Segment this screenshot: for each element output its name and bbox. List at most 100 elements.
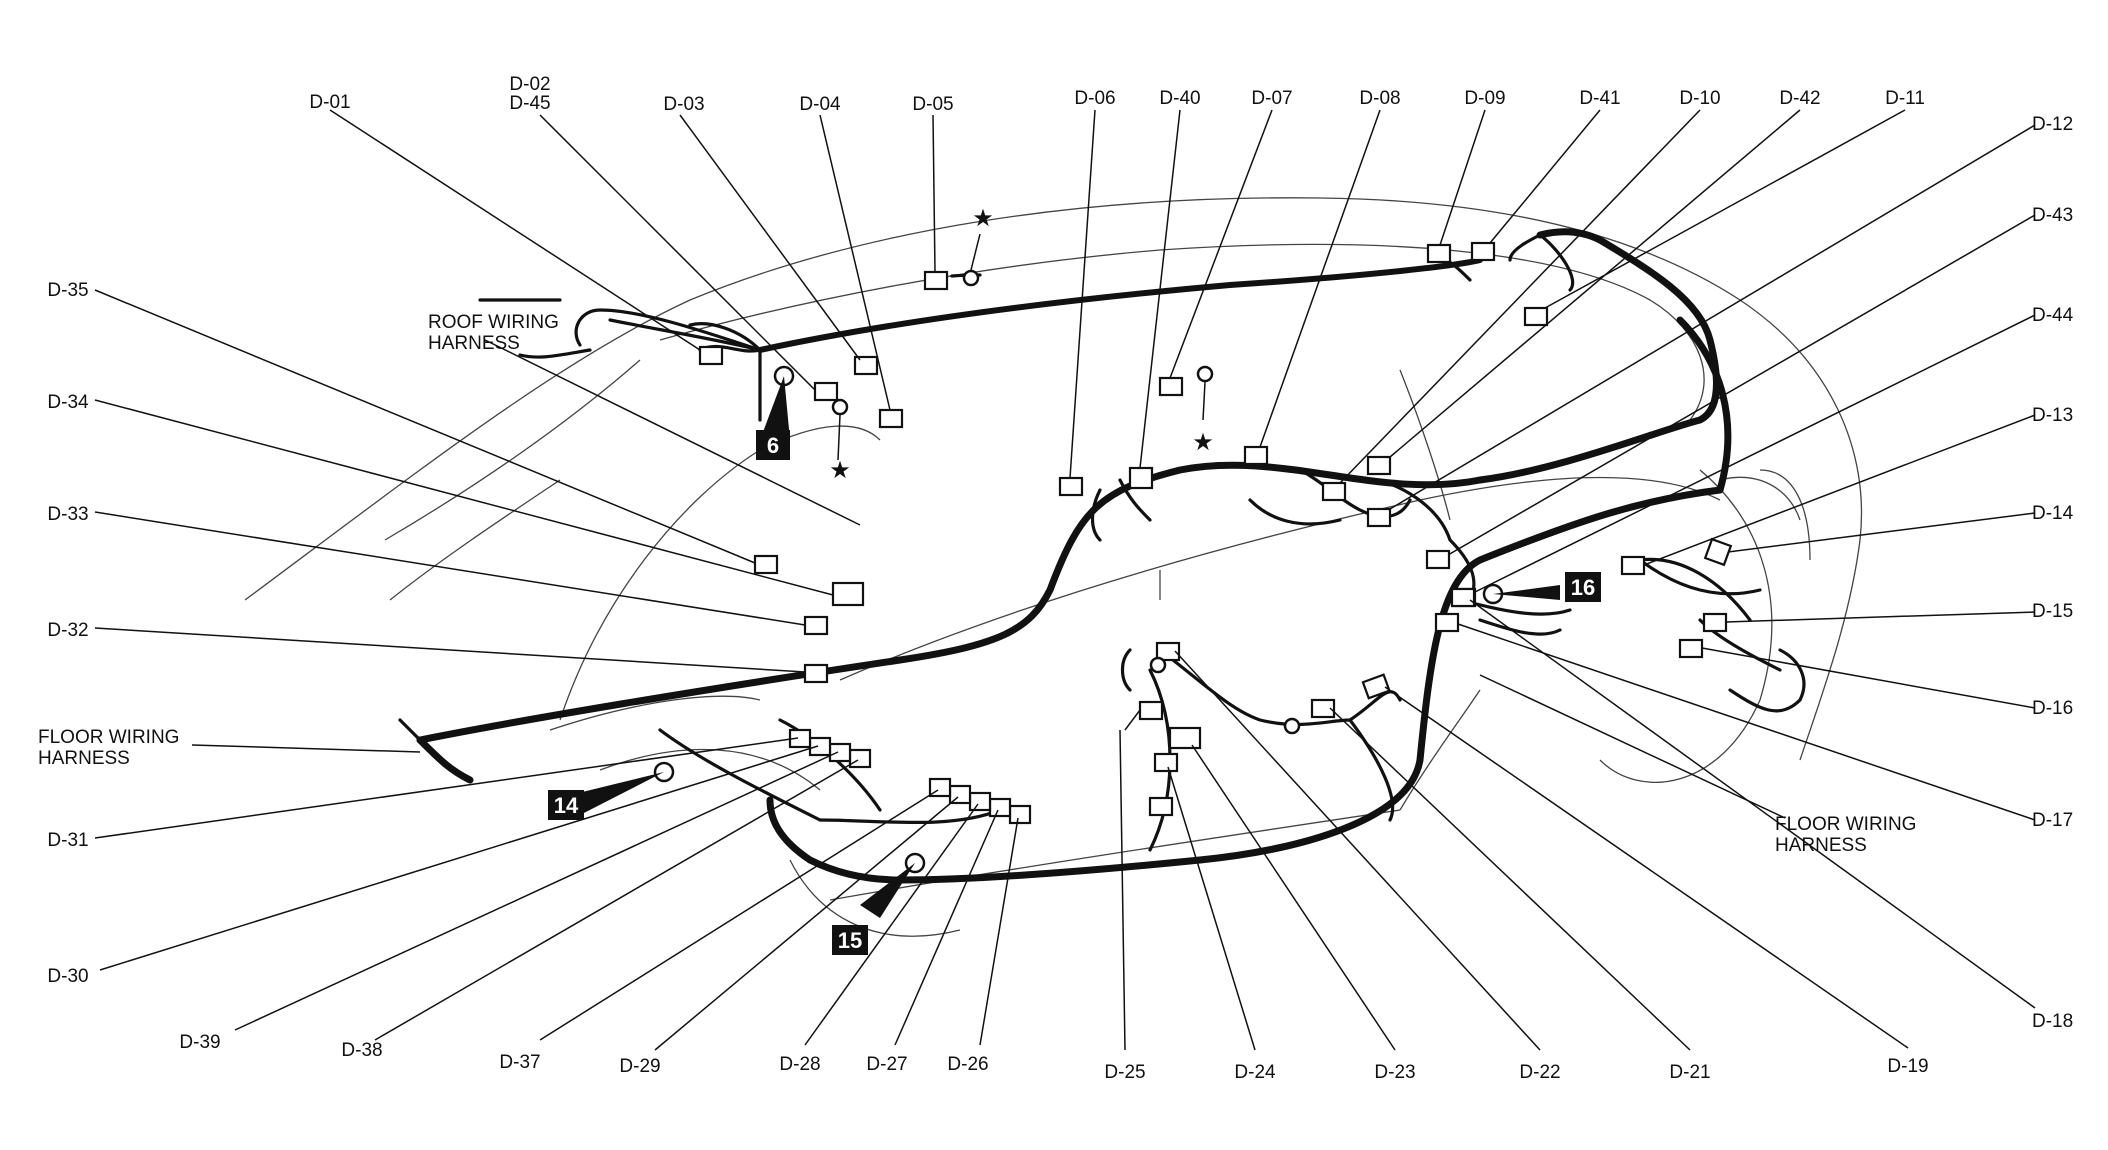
label-d09: D-09 — [1464, 88, 1505, 109]
label-d39: D-39 — [179, 1032, 220, 1053]
label-d33: D-33 — [47, 504, 88, 525]
label-d42: D-42 — [1779, 88, 1820, 109]
label-d25: D-25 — [1104, 1062, 1145, 1083]
connector-d13 — [1620, 555, 1646, 576]
label-d11: D-11 — [1885, 88, 1925, 109]
connector-d22 — [1155, 641, 1181, 662]
label-d41: D-41 — [1579, 88, 1620, 109]
label-d38: D-38 — [341, 1040, 382, 1061]
connector-labels: D-01 D-02 D-45 D-03 D-04 D-05 D-06 D-40 … — [47, 74, 2073, 1083]
connector-d15 — [1702, 612, 1728, 633]
label-d02: D-02 — [509, 74, 550, 95]
grommet-d04 — [831, 398, 849, 416]
label-d22: D-22 — [1519, 1062, 1560, 1083]
connector-d17 — [1434, 612, 1460, 633]
leader-lines — [94, 109, 2036, 1051]
label-d04: D-04 — [799, 94, 841, 115]
label-d45: D-45 — [509, 93, 550, 114]
label-d17: D-17 — [2032, 810, 2073, 831]
connector-d10 — [1321, 481, 1347, 502]
connector-d33 — [803, 615, 829, 636]
callout-wedges — [570, 376, 1560, 918]
connector-d04 — [878, 408, 904, 429]
connector-d05 — [923, 270, 949, 291]
label-d35: D-35 — [47, 280, 88, 301]
star-marker-center: ★ — [1192, 429, 1214, 456]
connector-d28 — [968, 791, 992, 812]
label-d10: D-10 — [1679, 88, 1720, 109]
floor-harness-right-label-line2: HARNESS — [1775, 835, 1867, 856]
grommet-d07 — [1196, 365, 1214, 383]
label-d34: D-34 — [47, 392, 89, 413]
roof-harness-label-line2: HARNESS — [428, 333, 520, 354]
connector-d32 — [803, 663, 829, 684]
label-d13: D-13 — [2032, 405, 2073, 426]
connector-d19 — [1361, 673, 1391, 700]
label-d43: D-43 — [2032, 205, 2073, 226]
connector-d42 — [1366, 455, 1392, 476]
star-marker-left: ★ — [829, 457, 851, 484]
label-d31: D-31 — [47, 830, 88, 851]
label-d07: D-07 — [1251, 88, 1292, 109]
connector-d03 — [853, 355, 879, 376]
grommet-d21 — [1283, 717, 1301, 735]
label-d24: D-24 — [1234, 1062, 1276, 1083]
label-d01: D-01 — [309, 92, 350, 113]
label-d37: D-37 — [499, 1052, 540, 1073]
label-d06: D-06 — [1074, 88, 1115, 109]
floor-harness-right-label-line1: FLOOR WIRING — [1775, 814, 1916, 835]
vehicle-body-outline — [244, 197, 1863, 937]
label-d28: D-28 — [779, 1054, 820, 1075]
label-d21: D-21 — [1669, 1062, 1710, 1083]
floor-harness-left-label-line2: HARNESS — [38, 748, 130, 769]
connector-d35 — [753, 554, 779, 575]
label-d16: D-16 — [2032, 698, 2073, 719]
label-d23: D-23 — [1374, 1062, 1415, 1083]
label-d32: D-32 — [47, 620, 88, 641]
connector-d12 — [1366, 507, 1392, 528]
star-marker-roof: ★ — [972, 205, 994, 232]
svg-text:16: 16 — [1571, 575, 1595, 600]
connector-d27 — [988, 797, 1012, 818]
label-d19: D-19 — [1887, 1056, 1928, 1077]
svg-text:14: 14 — [554, 793, 579, 818]
connector-d30 — [808, 736, 832, 757]
connector-d40 — [1128, 466, 1154, 490]
connector-d39 — [828, 742, 852, 763]
svg-text:15: 15 — [838, 928, 862, 953]
grommet-d05 — [962, 269, 980, 287]
connector-d01 — [698, 345, 724, 366]
label-d08: D-08 — [1359, 88, 1400, 109]
label-d18: D-18 — [2032, 1011, 2073, 1032]
harness-notes: ROOF WIRING HARNESS FLOOR WIRING HARNESS… — [38, 312, 1916, 856]
label-d12: D-12 — [2032, 114, 2073, 135]
connector-d16 — [1678, 638, 1704, 659]
floor-harness-left-label-line1: FLOOR WIRING — [38, 727, 179, 748]
connector-d26-end — [1148, 796, 1174, 817]
grommet-d25 — [1149, 656, 1167, 674]
label-d30: D-30 — [47, 966, 88, 987]
connector-d02 — [813, 381, 839, 402]
connector-d07 — [1158, 376, 1184, 397]
label-d29: D-29 — [619, 1056, 660, 1077]
roof-harness-label-line1: ROOF WIRING — [428, 312, 559, 333]
harness-routing — [398, 228, 1806, 884]
connector-d11 — [1523, 306, 1549, 327]
connector-d41 — [1470, 241, 1496, 262]
connector-d06 — [1058, 476, 1084, 497]
badge-6: 6 — [756, 430, 790, 460]
connector-d09 — [1426, 243, 1452, 264]
connector-d38 — [848, 748, 872, 769]
label-d05: D-05 — [912, 94, 953, 115]
svg-text:6: 6 — [767, 433, 779, 458]
connector-d23 — [1168, 726, 1202, 750]
label-d44: D-44 — [2032, 305, 2074, 326]
label-d27: D-27 — [866, 1054, 907, 1075]
connector-d25 — [1138, 700, 1164, 721]
badge-14: 14 — [548, 790, 584, 820]
connector-d21 — [1310, 698, 1336, 719]
label-d26: D-26 — [947, 1054, 988, 1075]
connector-d34 — [831, 581, 865, 607]
